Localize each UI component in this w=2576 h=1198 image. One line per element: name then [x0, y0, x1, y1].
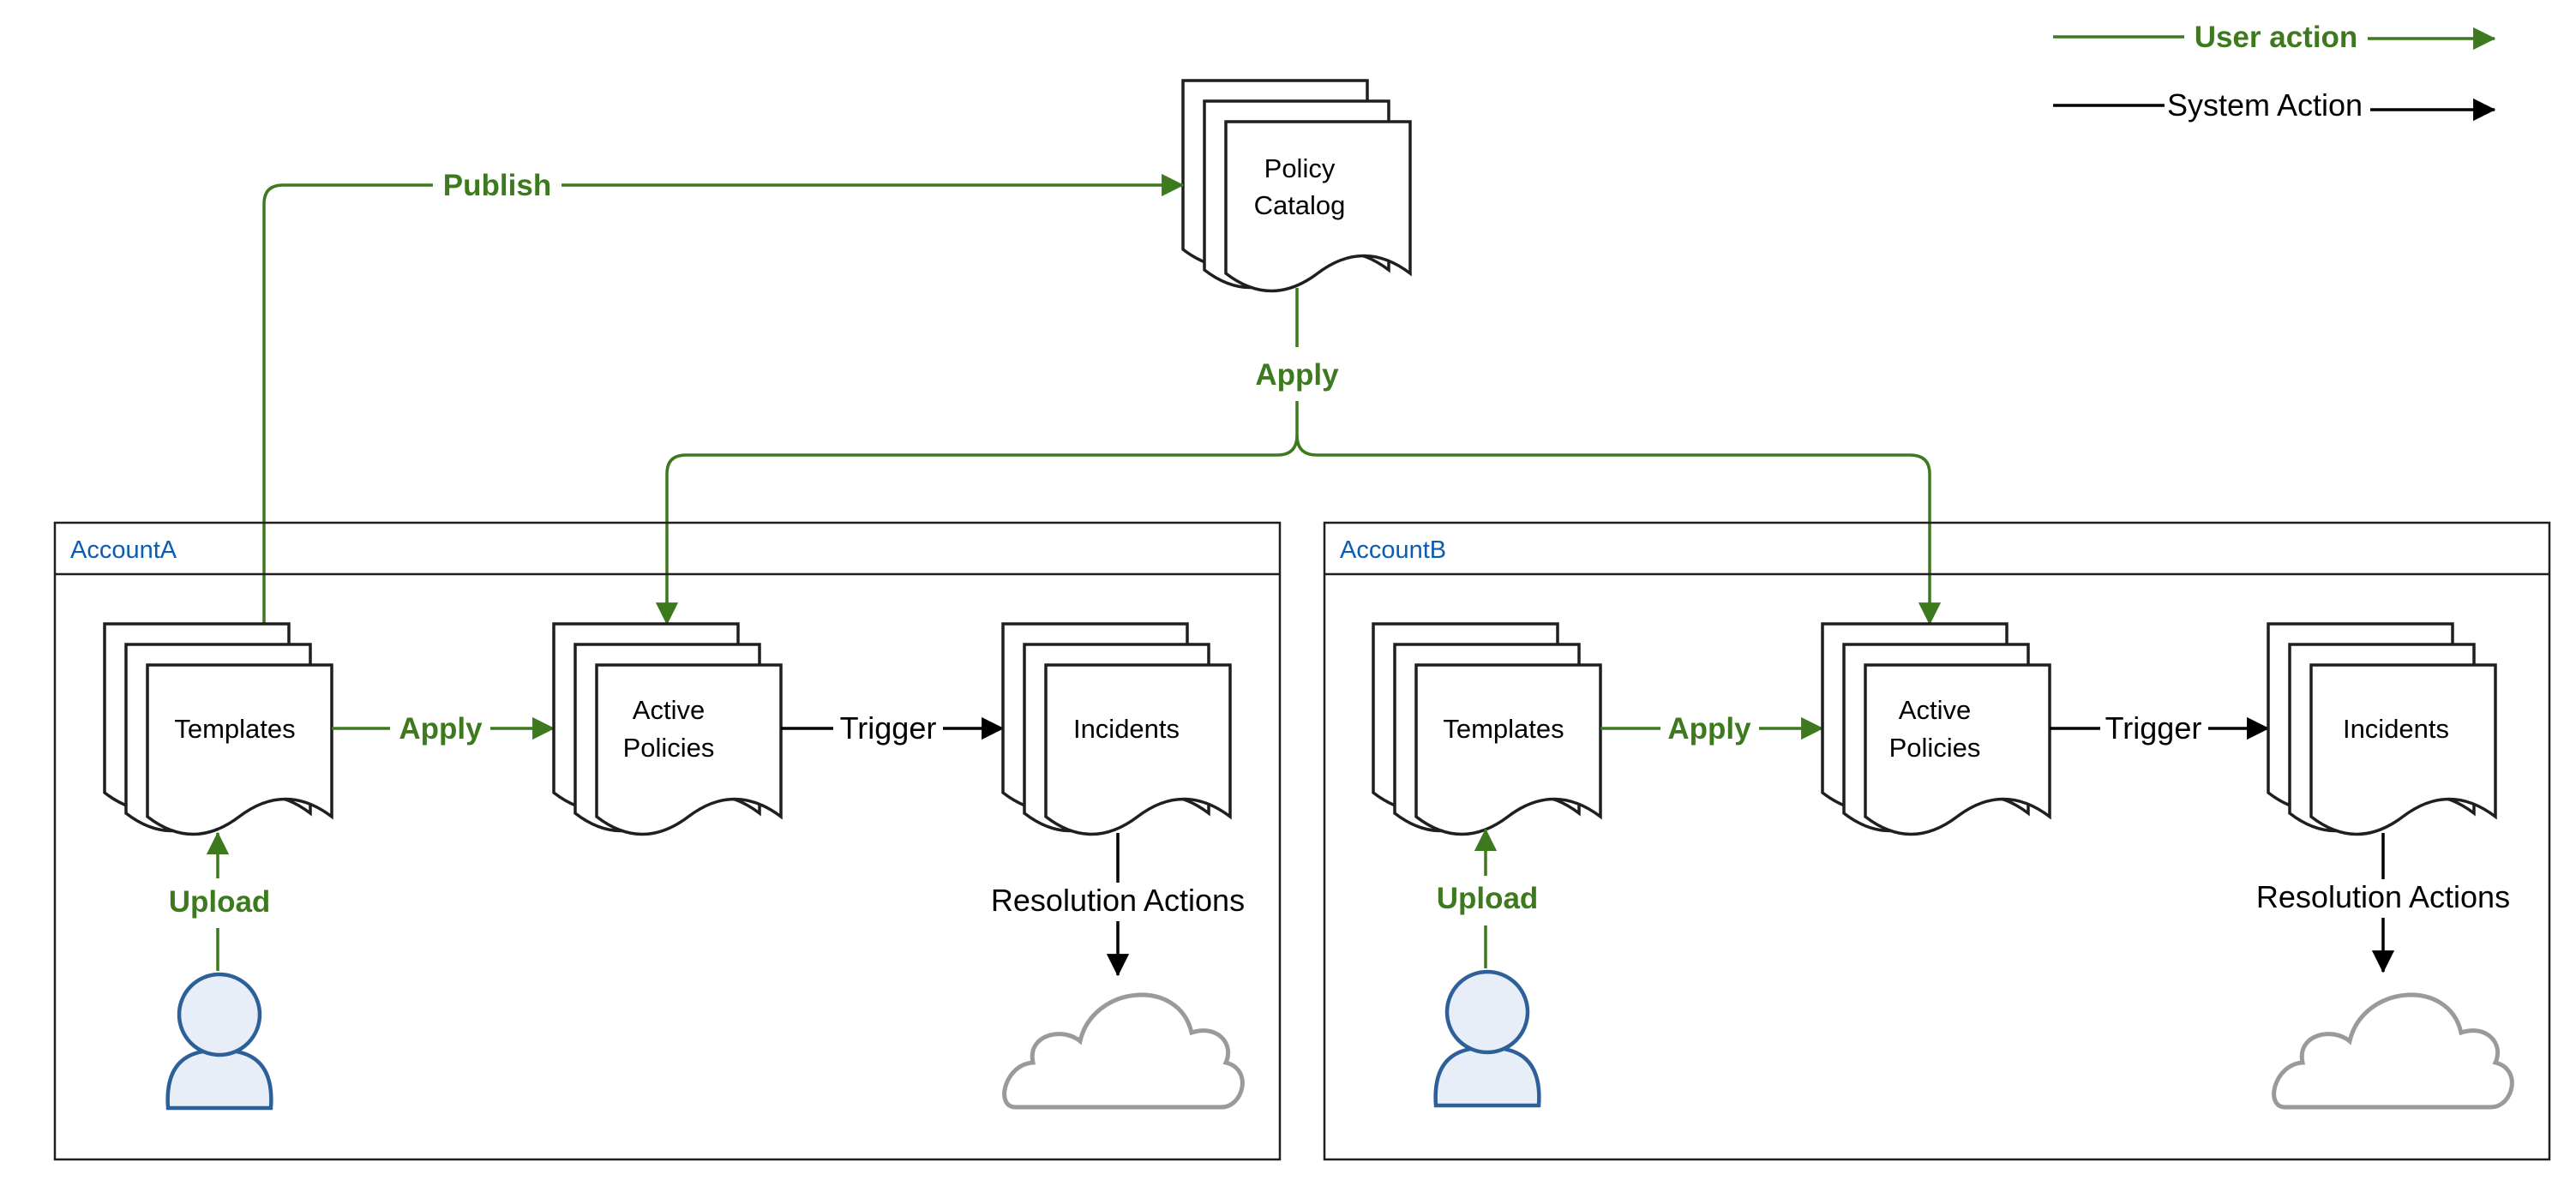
account-a-name: AccountA: [70, 536, 177, 564]
account-a-apply-label: Apply: [399, 712, 483, 746]
account-b-trigger-label: Trigger: [2105, 710, 2202, 746]
account-a-incidents-label: Incidents: [1073, 714, 1180, 744]
account-a: AccountA Templates Apply Active Policies: [53, 521, 1282, 1161]
account-a-templates-label: Templates: [174, 714, 295, 744]
account-b-templates-label: Templates: [1443, 714, 1564, 744]
catalog-label-line2: Catalog: [1254, 190, 1346, 220]
user-icon: [165, 972, 273, 1111]
legend: User action System Action: [2053, 21, 2496, 123]
account-a-trigger-label: Trigger: [840, 710, 937, 746]
catalog-label-line1: Policy: [1264, 153, 1336, 183]
account-b-templates[interactable]: Templates: [1372, 622, 1602, 836]
account-b-upload-label: Upload: [1437, 882, 1539, 915]
catalog-apply-label: Apply: [1255, 358, 1339, 392]
account-b-name: AccountB: [1340, 536, 1446, 564]
document-stack-icon: [1821, 622, 2051, 836]
cloud-icon: [1002, 992, 1245, 1110]
account-a-active-label-line1: Active: [633, 695, 705, 725]
account-b-active-policies[interactable]: Active Policies: [1821, 622, 2051, 836]
catalog-apply-to-account-b: [1295, 434, 1942, 626]
account-a-active-label-line2: Policies: [623, 733, 715, 763]
account-a-templates[interactable]: Templates: [103, 622, 333, 836]
legend-user-action-label: User action: [2195, 21, 2358, 54]
catalog-apply-to-account-a: [655, 434, 1299, 626]
account-b-active-label-line1: Active: [1899, 695, 1971, 725]
account-b-incidents[interactable]: Incidents: [2267, 622, 2497, 836]
document-stack-icon: [103, 622, 333, 836]
document-stack-icon: [2267, 622, 2497, 836]
publish-label: Publish: [443, 169, 551, 202]
account-b-incidents-label: Incidents: [2343, 714, 2449, 744]
account-a-resolution-label: Resolution Actions: [991, 883, 1245, 918]
account-b: AccountB Templates Apply Active Policies: [1323, 521, 2551, 1161]
publish-line-left: [262, 183, 433, 624]
account-a-incidents[interactable]: Incidents: [1001, 622, 1232, 836]
document-stack-icon: [552, 622, 783, 836]
publish-flow: Publish: [262, 169, 1185, 624]
policy-catalog[interactable]: Policy Catalog: [1181, 79, 1412, 293]
user-icon: [1433, 969, 1541, 1108]
account-b-apply-label: Apply: [1667, 712, 1751, 746]
catalog-apply-flow: Apply: [655, 288, 1942, 626]
document-stack-icon: [1372, 622, 1602, 836]
document-stack-icon: [1001, 622, 1232, 836]
legend-system-action-label: System Action: [2167, 87, 2363, 123]
cloud-icon: [2272, 992, 2514, 1110]
account-a-upload-label: Upload: [169, 885, 271, 919]
account-b-resolution-label: Resolution Actions: [2256, 879, 2510, 914]
account-b-active-label-line2: Policies: [1889, 733, 1981, 763]
account-a-box: [53, 521, 1282, 1161]
document-stack-icon: [1181, 79, 1412, 293]
account-a-active-policies[interactable]: Active Policies: [552, 622, 783, 836]
account-b-box: [1323, 521, 2551, 1161]
